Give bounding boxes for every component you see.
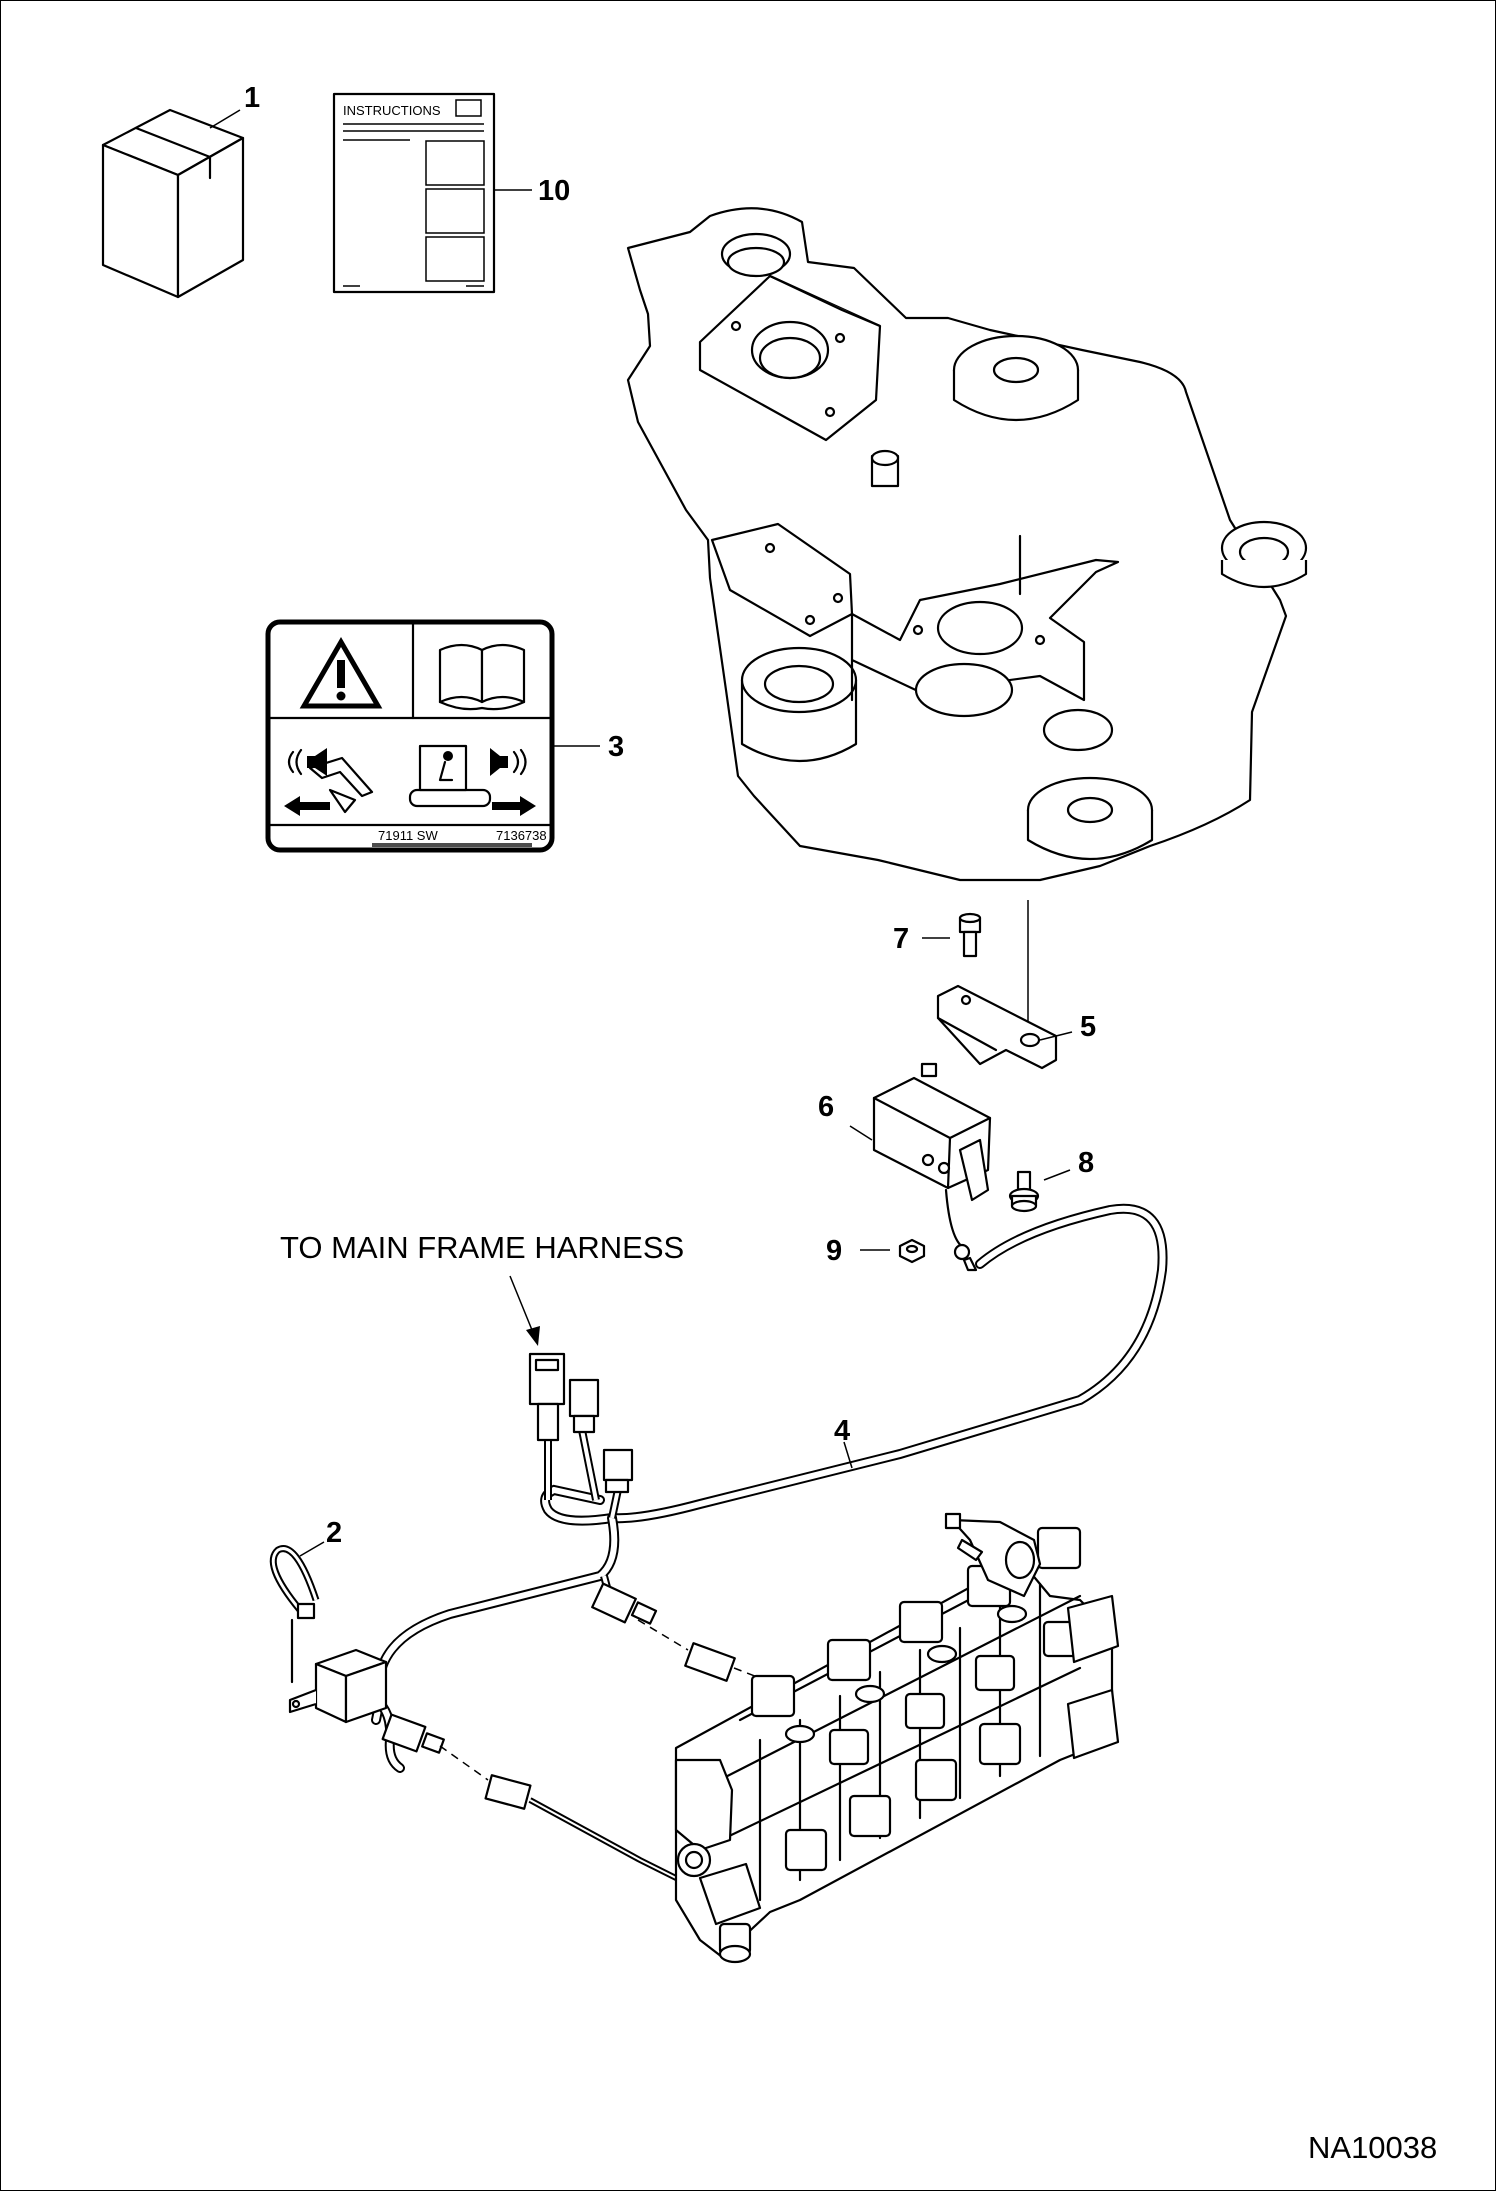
- sound-right-icon: [490, 748, 527, 776]
- decal-left-code: 71911 SW: [378, 828, 438, 843]
- cable-tie-item-2: [269, 1545, 320, 1684]
- connector-2: [568, 1378, 600, 1434]
- bolt-item-7: [958, 912, 982, 958]
- callout-10: 10: [538, 175, 570, 207]
- decal-right-code: 7136738: [496, 828, 547, 843]
- sound-left-icon: [287, 748, 327, 776]
- bolt-item-8: [1008, 1170, 1040, 1213]
- connector-7: [484, 1774, 532, 1810]
- leader-2: [299, 1541, 325, 1557]
- nut-item-9: [898, 1238, 926, 1264]
- arrow-right-icon: [492, 796, 536, 816]
- leader-5: [1039, 1031, 1073, 1041]
- figure-id: NA10038: [1308, 2130, 1437, 2165]
- box-item: [101, 108, 245, 299]
- callout-3: 3: [608, 731, 624, 763]
- leader-1: [209, 109, 241, 129]
- mounting-bracket-item-5: [936, 984, 1058, 1070]
- manual-book-icon: [438, 643, 526, 711]
- callout-7: 7: [893, 923, 909, 955]
- leader-4: [843, 1441, 853, 1469]
- callout-9: 9: [826, 1235, 842, 1267]
- connector-main-frame: [528, 1352, 566, 1442]
- connector-3: [602, 1448, 634, 1494]
- connector-5: [684, 1642, 736, 1682]
- upper-frame-assembly: [626, 207, 1308, 882]
- connector-6: [381, 1713, 445, 1754]
- callout-8: 8: [1078, 1147, 1094, 1179]
- callout-5: 5: [1080, 1011, 1096, 1043]
- arrow-left-icon: [284, 796, 330, 816]
- callout-1: 1: [244, 82, 260, 114]
- callout-4: 4: [834, 1415, 850, 1447]
- alarm-item-6: [872, 1062, 992, 1202]
- wire-harness-item-4: [288, 1203, 1168, 1883]
- alarm-wire: [944, 1188, 966, 1250]
- leader-8: [1043, 1169, 1071, 1181]
- control-valve-assembly: [674, 1512, 1120, 1964]
- ring-terminal: [953, 1243, 978, 1272]
- callout-2: 2: [326, 1517, 342, 1549]
- main-frame-harness-label: TO MAIN FRAME HARNESS: [280, 1230, 684, 1265]
- annotation-arrow: [509, 1275, 540, 1346]
- relay: [288, 1648, 388, 1724]
- connector-4: [591, 1582, 658, 1625]
- leader-6: [849, 1125, 873, 1141]
- instructions-sheet: INSTRUCTIONS: [332, 92, 496, 294]
- instructions-title: INSTRUCTIONS: [343, 103, 441, 118]
- elbow-fitting: [944, 1512, 1042, 1598]
- warning-decal: 71911 SW 7136738: [265, 619, 555, 853]
- callout-6: 6: [818, 1091, 834, 1123]
